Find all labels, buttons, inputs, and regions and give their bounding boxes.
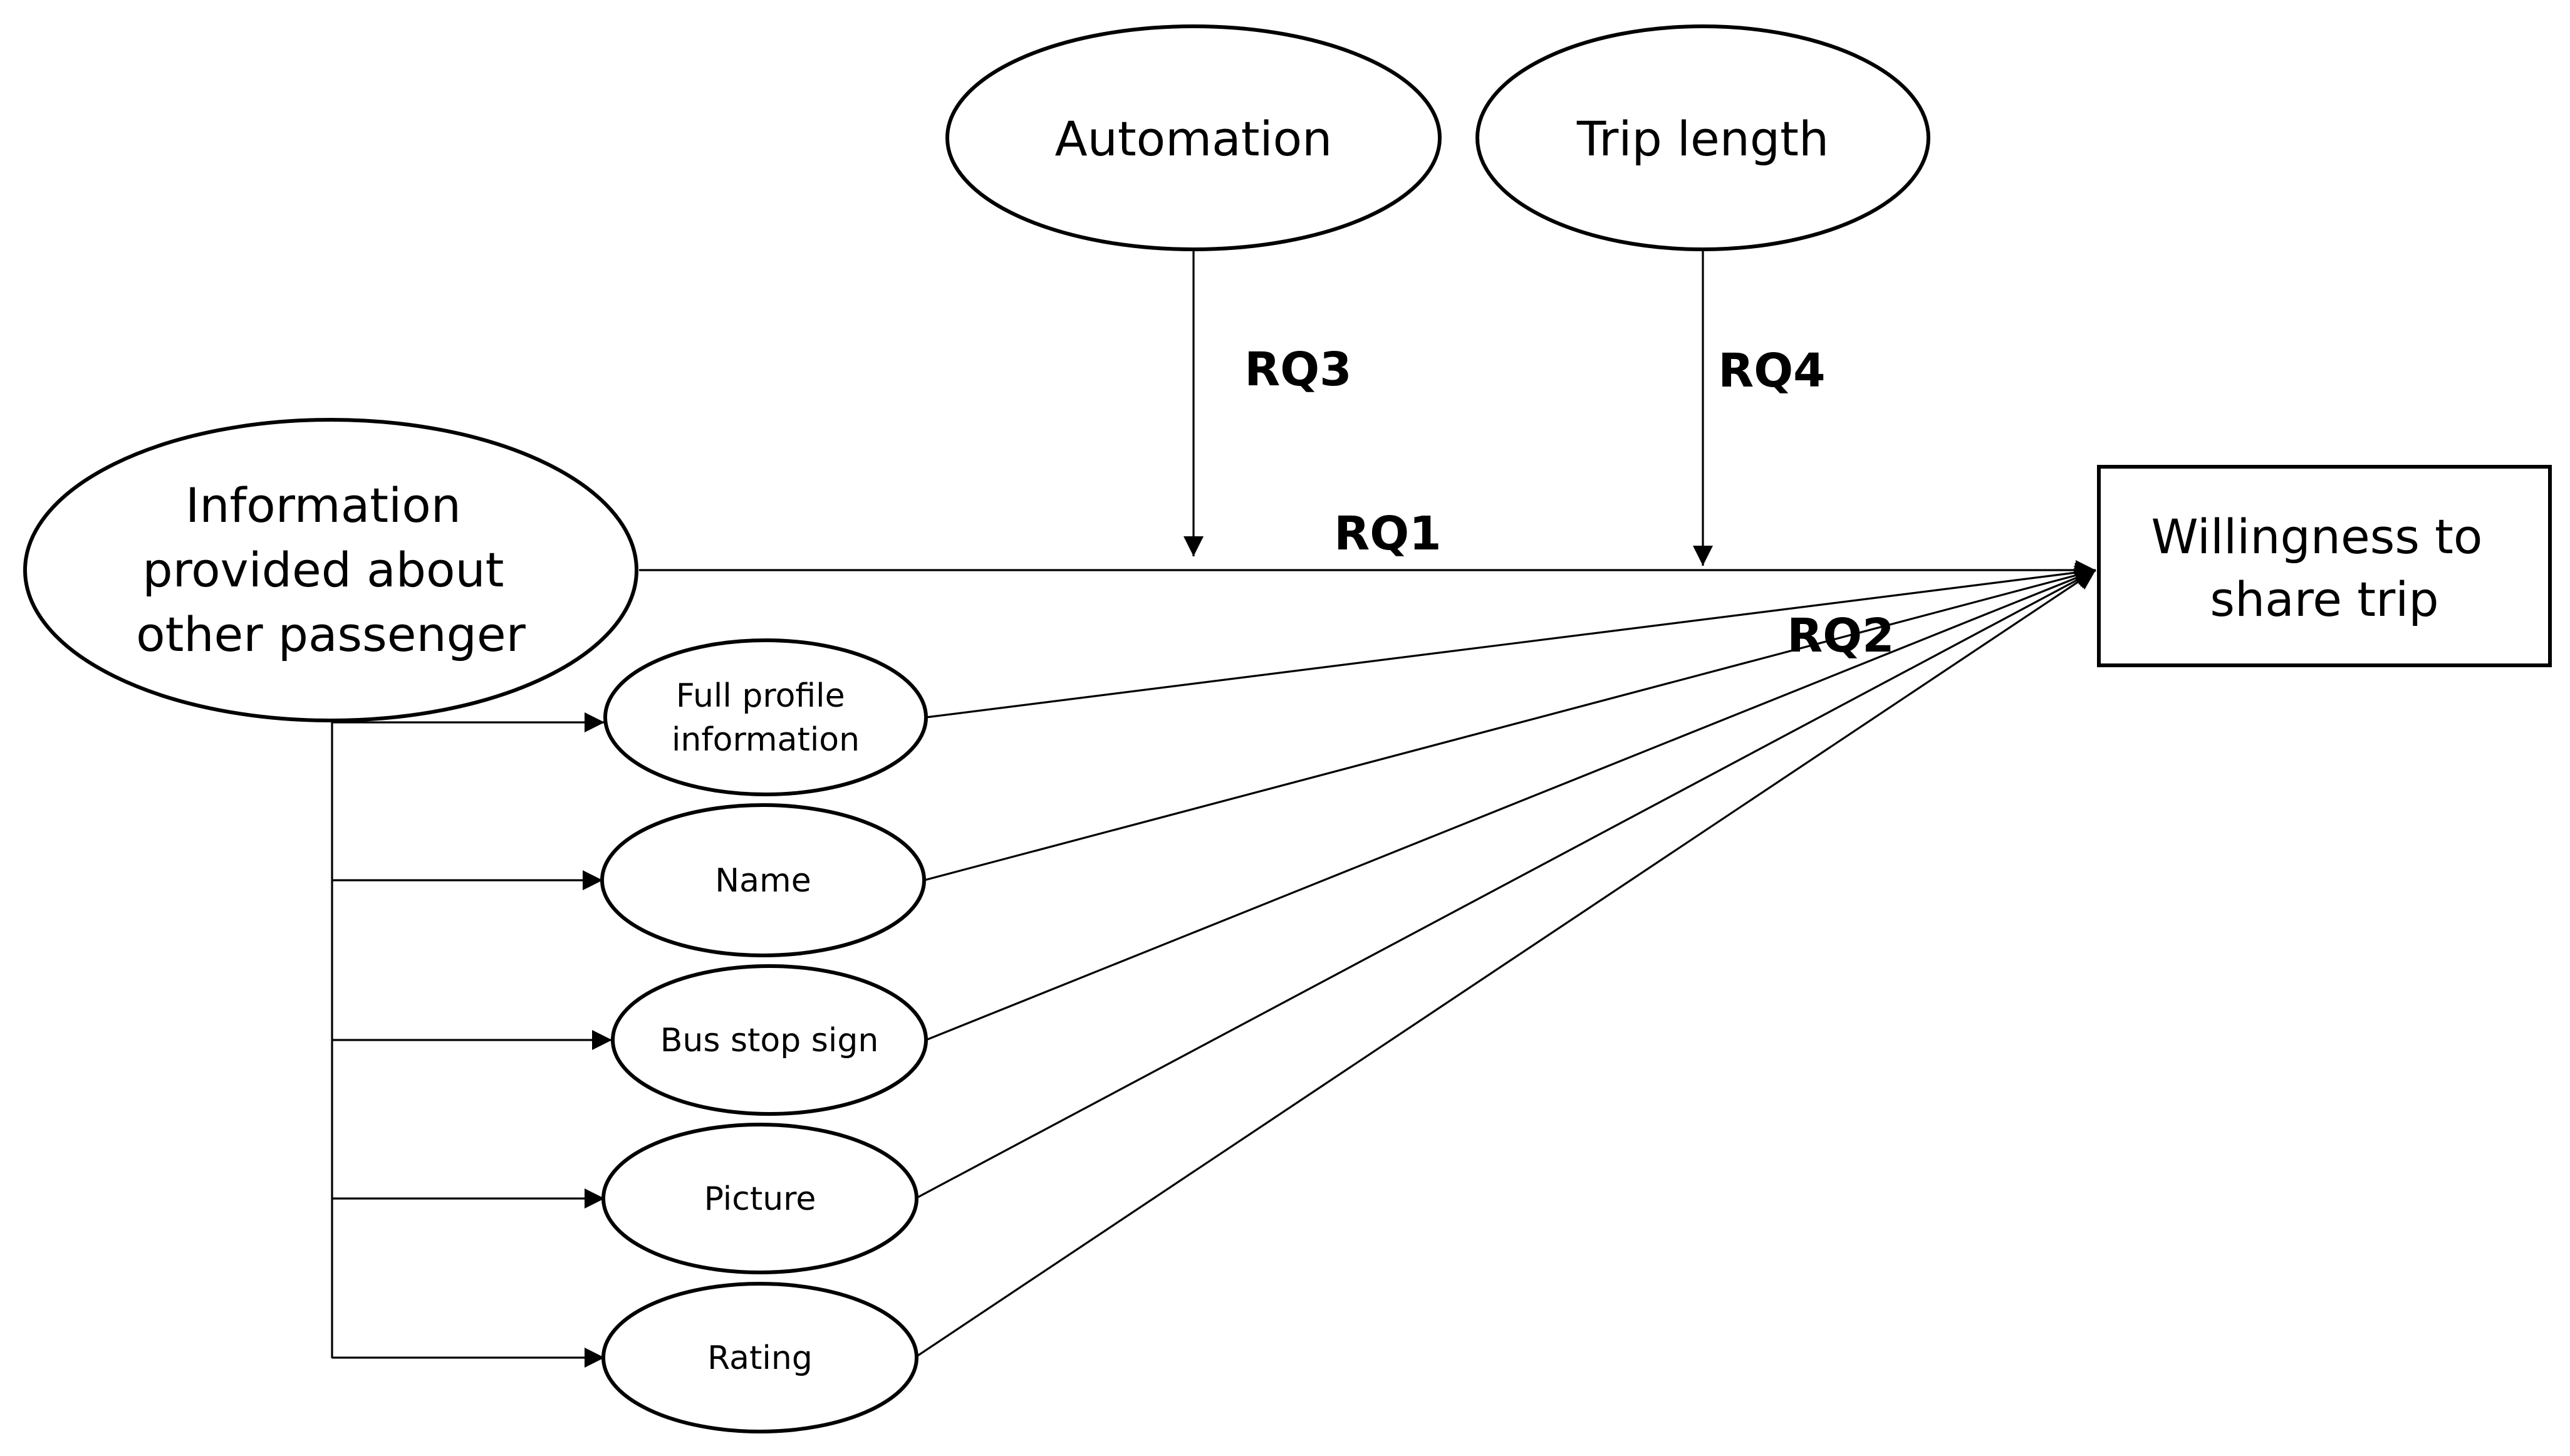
node-rating: Rating (601, 1282, 918, 1433)
bus-stop-sign-label: Bus stop sign (660, 1022, 879, 1059)
node-information: Information provided about other passeng… (23, 418, 638, 722)
node-willingness: Willingness to share trip (2097, 465, 2552, 667)
node-trip-length: Trip length (1475, 24, 1930, 251)
picture-ellipse (601, 1123, 918, 1274)
node-automation: Automation (945, 24, 1442, 251)
rq2-line-rating (916, 569, 2096, 1358)
node-full-profile: Full profile information (603, 638, 928, 796)
full-profile-label: Full profile information (672, 677, 860, 759)
rating-label: Rating (707, 1339, 813, 1377)
rq2-line-name (923, 565, 2096, 881)
willingness-label-line-2: share trip (2210, 571, 2438, 627)
automation-label: Automation (1055, 111, 1333, 167)
node-picture: Picture (601, 1123, 918, 1274)
rq2-line-picture (916, 569, 2096, 1199)
rq1-label: RQ1 (1334, 507, 1441, 561)
trip-length-ellipse (1475, 24, 1930, 251)
bus-stop-sign-ellipse (611, 964, 928, 1116)
automation-ellipse (945, 24, 1442, 251)
information-ellipse (23, 418, 638, 722)
full-profile-label-line-2: information (672, 721, 860, 759)
rq2-line-bus-stop-sign (925, 568, 2096, 1041)
node-name: Name (600, 803, 926, 957)
rq2-line-full-profile (925, 563, 2096, 719)
edges (331, 249, 2096, 1368)
willingness-label: Willingness to share trip (2151, 509, 2497, 627)
trip-length-label: Trip length (1576, 111, 1829, 167)
information-label: Information provided about other passeng… (136, 477, 526, 662)
full-profile-label-line-1: Full profile (676, 677, 845, 715)
picture-label: Picture (704, 1180, 816, 1218)
willingness-label-line-1: Willingness to (2151, 509, 2482, 564)
rq2-label: RQ2 (1787, 609, 1894, 663)
full-profile-ellipse (603, 638, 928, 796)
name-ellipse (600, 803, 926, 957)
name-label: Name (715, 862, 811, 900)
information-label-line-2: provided about (142, 542, 504, 598)
rating-ellipse (601, 1282, 918, 1433)
information-label-line-1: Information (185, 477, 461, 533)
edge-labels: RQ1 RQ2 RQ3 RQ4 (1244, 343, 1894, 663)
willingness-box (2097, 465, 2552, 667)
rq4-label: RQ4 (1718, 344, 1825, 398)
node-bus-stop-sign: Bus stop sign (611, 964, 928, 1116)
rq3-label: RQ3 (1244, 343, 1351, 397)
information-label-line-3: other passenger (136, 606, 526, 662)
